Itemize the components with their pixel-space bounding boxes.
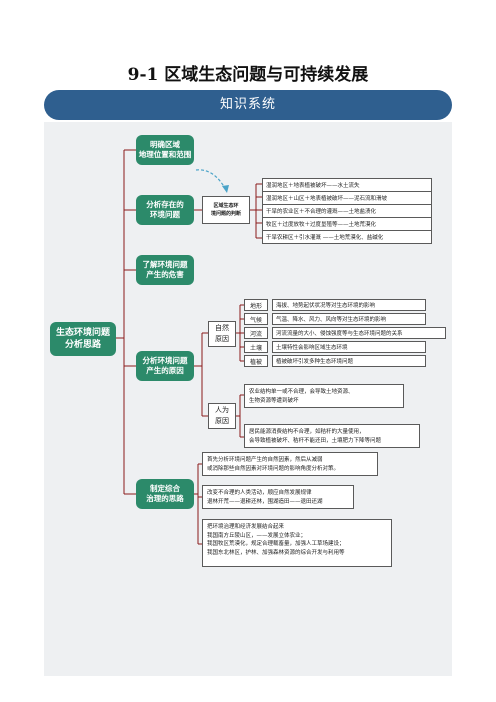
human-cause-label: 人为原因 bbox=[208, 403, 236, 429]
branch-causes: 分析环境问题产生的原因 bbox=[136, 351, 194, 381]
human-cause-energy: 居民能源消费结构不合理，如秸秆的大量使用，会导致植被破坏、秸秆不能还田，土壤肥力… bbox=[244, 424, 420, 448]
judge-item: 干旱农耕区＋引水灌溉 ——土地荒漠化、盐碱化 bbox=[266, 235, 384, 241]
judge-item: 湿润地区＋山区＋地表植被破坏——泥石流和滑坡 bbox=[263, 192, 431, 205]
branch-hazards: 了解环境问题产生的危害 bbox=[136, 255, 194, 285]
judge-item: 牧区＋过度放牧＋过度垦殖等——土地荒漠化 bbox=[263, 218, 431, 231]
root-node: 生态环境问题分析思路 bbox=[50, 322, 116, 356]
judge-item: 干旱的农业区＋不合理的灌溉——土地盐渍化 bbox=[263, 205, 431, 218]
judge-items-list: 湿润地区＋地表植被破坏——水土流失 湿润地区＋山区＋地表植被破坏——泥石流和滑坡… bbox=[262, 178, 432, 244]
natural-key: 气候 bbox=[244, 313, 268, 325]
human-cause-agriculture: 农业结构单一或不合理，会导致土地资源、生物资源等遭到破坏 bbox=[244, 384, 404, 408]
natural-value: 气温、降水、风力、风向等对生态环境的影响 bbox=[272, 313, 426, 325]
natural-key: 河流 bbox=[244, 327, 268, 339]
natural-key: 地形 bbox=[244, 299, 268, 311]
judge-box: 区域生态环境问题的判断 bbox=[202, 196, 250, 224]
judge-item: 湿润地区＋地表植被破坏——水土流失 bbox=[263, 179, 431, 192]
branch-governance: 制定综合治理的思路 bbox=[136, 479, 194, 509]
natural-value: 河流流量的大小、侵蚀强度等与生态环境问题的关系 bbox=[272, 327, 446, 339]
plan-natural-factors: 首先分析环境问题产生的自然因素，然后从减弱或消除那些自然因素对环境问题的影响角度… bbox=[202, 452, 378, 476]
natural-key: 植被 bbox=[244, 355, 268, 367]
branch-identify-problems: 分析存在的环境问题 bbox=[136, 195, 194, 225]
natural-cause-label: 自然原因 bbox=[208, 321, 236, 347]
section-banner: 知识系统 bbox=[44, 90, 452, 120]
natural-value: 土壤特性会影响区域生态环境 bbox=[272, 341, 426, 353]
branch-location: 明确区域地理位置和范围 bbox=[136, 135, 194, 165]
natural-value: 海拔、地势起伏状况等对生态环境的影响 bbox=[272, 299, 426, 311]
plan-economy: 把环境治理和经济发展结合起来我国南方丘陵山区，——发展立体农业；我国牧区荒漠化，… bbox=[202, 519, 392, 567]
plan-human-activity: 改变不合理的人类活动，顺应自然发展规律退林开荒——退耕还林，围湖造田——退田还湖 bbox=[202, 485, 354, 509]
page-title: 9-1 区域生态问题与可持续发展 bbox=[127, 65, 369, 85]
natural-value: 植被破坏引发多种生态环境问题 bbox=[272, 355, 426, 367]
natural-key: 土壤 bbox=[244, 341, 268, 353]
